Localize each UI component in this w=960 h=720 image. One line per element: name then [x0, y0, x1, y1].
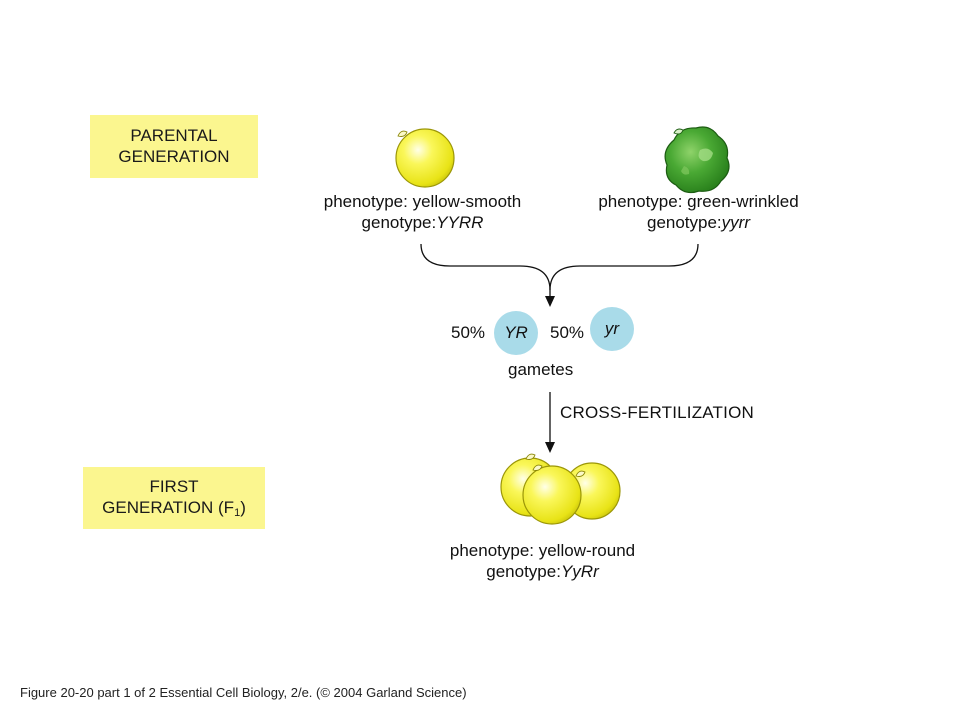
- green-genotype: genotype:yyrr: [566, 212, 831, 233]
- first-line1: FIRST: [149, 477, 199, 496]
- parental-line2: GENERATION: [118, 147, 230, 166]
- cross-fertilization-label: CROSS-FERTILIZATION: [560, 403, 754, 422]
- first-line2: GENERATION (F1): [83, 497, 265, 519]
- gamete-YR-circle: YR: [494, 311, 538, 355]
- gamete-allele-1: YR: [504, 323, 528, 342]
- green-parent-caption: phenotype: green-wrinkled genotype:yyrr: [566, 191, 831, 233]
- f1-genotype-value: YyRr: [560, 562, 599, 581]
- yellow-smooth-pea: [395, 128, 455, 188]
- parental-generation-label: PARENTAL GENERATION: [90, 115, 258, 178]
- gametes-label: gametes: [508, 360, 574, 379]
- yellow-genotype-value: YYRR: [436, 213, 484, 232]
- merge-arrow: [420, 243, 699, 298]
- merge-arrowhead: [545, 296, 555, 307]
- green-genotype-value: yyrr: [721, 213, 750, 232]
- gamete-allele-2: yr: [604, 319, 620, 338]
- figure-caption: Figure 20-20 part 1 of 2 Essential Cell …: [20, 685, 467, 700]
- yellow-genotype-label: genotype:: [361, 213, 437, 232]
- first-line2-subscript: 1: [234, 507, 241, 519]
- f1-caption: phenotype: yellow-round genotype:YyRr: [420, 540, 665, 582]
- yellow-parent-caption: phenotype: yellow-smooth genotype:YYRR: [290, 191, 555, 233]
- f1-genotype-label: genotype:: [486, 562, 561, 581]
- first-generation-label: FIRST GENERATION (F1): [83, 467, 265, 529]
- first-line2-suffix: ): [240, 498, 246, 517]
- yellow-phenotype: phenotype: yellow-smooth: [323, 192, 522, 211]
- f1-phenotype: phenotype: yellow-round: [449, 541, 636, 560]
- green-wrinkled-pea: [664, 126, 730, 194]
- green-phenotype: phenotype: green-wrinkled: [598, 192, 799, 211]
- green-genotype-label: genotype:: [646, 213, 722, 232]
- gamete-yr-circle: yr: [590, 307, 634, 351]
- yellow-genotype: genotype:YYRR: [290, 212, 555, 233]
- cross-arrow: [545, 392, 555, 453]
- gamete-percent-2: 50%: [550, 323, 585, 342]
- parental-line1: PARENTAL: [130, 126, 218, 145]
- f1-peas: [500, 453, 621, 525]
- gamete-percent-1: 50%: [451, 323, 486, 342]
- first-line2-prefix: GENERATION (F: [102, 498, 235, 517]
- f1-genotype: genotype:YyRr: [420, 561, 665, 582]
